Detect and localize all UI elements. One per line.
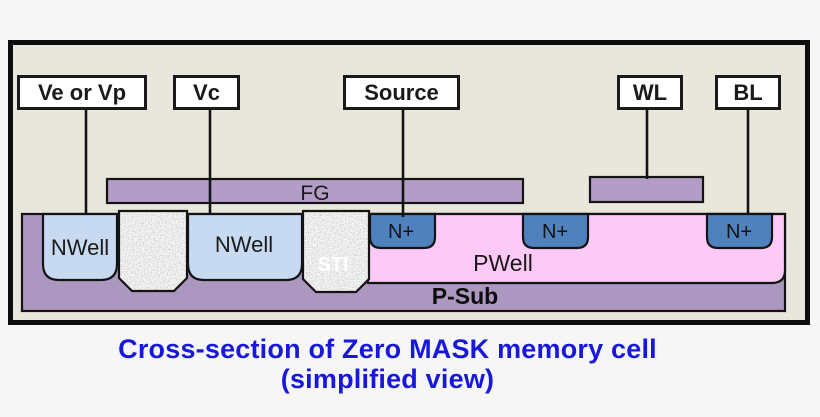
nplus-bitline-label: N+: [726, 221, 752, 243]
pwell-label: PWell: [473, 250, 533, 276]
nplus-center-label: N+: [542, 221, 568, 243]
nplus-center-region: [521, 212, 590, 250]
fg-label: FG: [300, 182, 329, 205]
nwell-center-region: [186, 212, 304, 282]
terminal-bl: BL: [715, 75, 781, 110]
caption-line2: (simplified view): [280, 364, 495, 394]
caption: Cross-section of Zero MASK memory cell (…: [0, 334, 775, 394]
nplus-bitline-region: [705, 212, 774, 250]
sti-labeled-region: [301, 209, 371, 294]
nplus-source-label: N+: [388, 221, 414, 243]
sti-label: STI: [317, 254, 348, 276]
wordline-gate-bar: [588, 175, 705, 204]
sti-left-region: [117, 209, 189, 293]
psub-label: P-Sub: [432, 283, 498, 309]
floating-gate-bar: [105, 177, 525, 205]
terminal-vc: Vc: [173, 75, 240, 110]
terminal-wl: WL: [617, 75, 683, 110]
terminal-ve-or-vp: Ve or Vp: [17, 75, 147, 110]
caption-line1: Cross-section of Zero MASK memory cell: [118, 334, 657, 364]
terminal-source: Source: [343, 75, 460, 110]
nwell-left-label: NWell: [51, 235, 109, 260]
nwell-left-region: [41, 212, 119, 282]
nwell-center-label: NWell: [215, 232, 273, 257]
nplus-source-region: [368, 212, 437, 250]
